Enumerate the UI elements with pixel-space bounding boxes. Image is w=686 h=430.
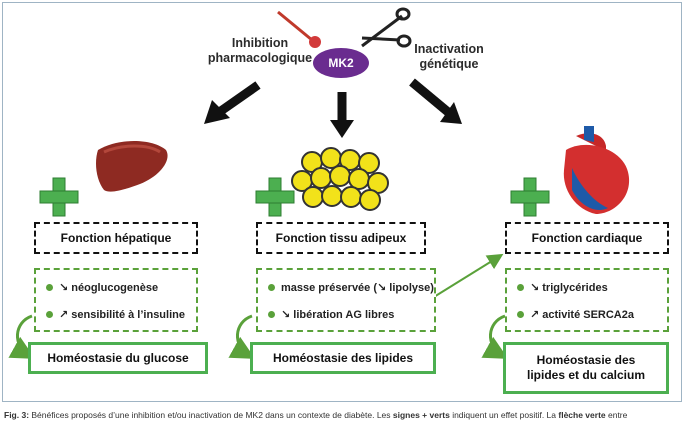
caption-bold-1: signes + verts [392, 410, 450, 420]
mk2-node: MK2 [313, 48, 369, 78]
plus-icon-center [255, 177, 295, 217]
effect-item: ↘ triglycérides [517, 281, 608, 294]
pharmacological-label: Inhibition pharmacologique [207, 36, 313, 65]
effects-box-hepatic: ↘ néoglucogenèse ↗ sensibilité à l’insul… [34, 268, 198, 332]
effect-item: ↘ néoglucogenèse [46, 281, 158, 294]
effect-text: ↗ activité SERCA2a [530, 309, 634, 321]
effect-text: masse préservée (↘ lipolyse) [281, 282, 434, 294]
arrow-center [330, 92, 354, 138]
scissors-icon [361, 7, 412, 48]
syringe-icon [277, 10, 321, 48]
bullet-icon [46, 311, 53, 318]
homeostasis-box-glucose: Homéostasie du glucose [28, 342, 208, 374]
arrow-left [204, 81, 261, 124]
caption-text-2: indiquent un effet positif. La [449, 410, 559, 420]
bullet-icon [517, 284, 524, 291]
genetic-label: Inactivation génétique [414, 42, 484, 71]
caption-text-1: Bénéfices proposés d’une inhibition et/o… [29, 410, 393, 420]
caption-fig-label: Fig. 3: [4, 410, 30, 420]
curved-arrow-left [8, 314, 36, 359]
effect-item: ↘ libération AG libres [268, 308, 394, 321]
effects-box-adipose: masse préservée (↘ lipolyse) ↘ libératio… [256, 268, 436, 332]
homeostasis-box-lipids-calcium: Homéostasie des lipides et du calcium [503, 342, 669, 394]
plus-icon-left [39, 177, 79, 217]
effect-text: ↘ libération AG libres [281, 309, 395, 321]
plus-icon-right [510, 177, 550, 217]
arrow-right [409, 78, 462, 124]
effect-item: ↗ activité SERCA2a [517, 308, 634, 321]
heart-icon [563, 126, 630, 214]
bullet-icon [46, 284, 53, 291]
function-box-cardiac: Fonction cardiaque [505, 222, 669, 254]
figure-frame [2, 2, 682, 402]
effects-box-cardiac: ↘ triglycérides ↗ activité SERCA2a [505, 268, 669, 332]
function-box-adipose: Fonction tissu adipeux [256, 222, 426, 254]
bullet-icon [517, 311, 524, 318]
bullet-icon [268, 284, 275, 291]
figure-caption: Fig. 3: Bénéfices proposés d’une inhibit… [4, 410, 684, 430]
effect-text: ↗ sensibilité à l’insuline [59, 309, 185, 321]
caption-text-3: entre [605, 410, 628, 420]
effect-item: ↗ sensibilité à l’insuline [46, 308, 185, 321]
effect-item: masse préservée (↘ lipolyse) [268, 281, 434, 294]
bullet-icon [268, 311, 275, 318]
curved-arrow-right [481, 314, 509, 359]
liver-icon [96, 141, 168, 192]
homeostasis-box-lipids: Homéostasie des lipides [250, 342, 436, 374]
effect-text: ↘ triglycérides [530, 282, 608, 294]
function-box-hepatic: Fonction hépatique [34, 222, 198, 254]
caption-bold-2: flèche verte [558, 410, 606, 420]
effect-text: ↘ néoglucogenèse [59, 282, 159, 294]
fat-cells-icon [291, 147, 389, 211]
curved-arrow-center [228, 314, 256, 359]
